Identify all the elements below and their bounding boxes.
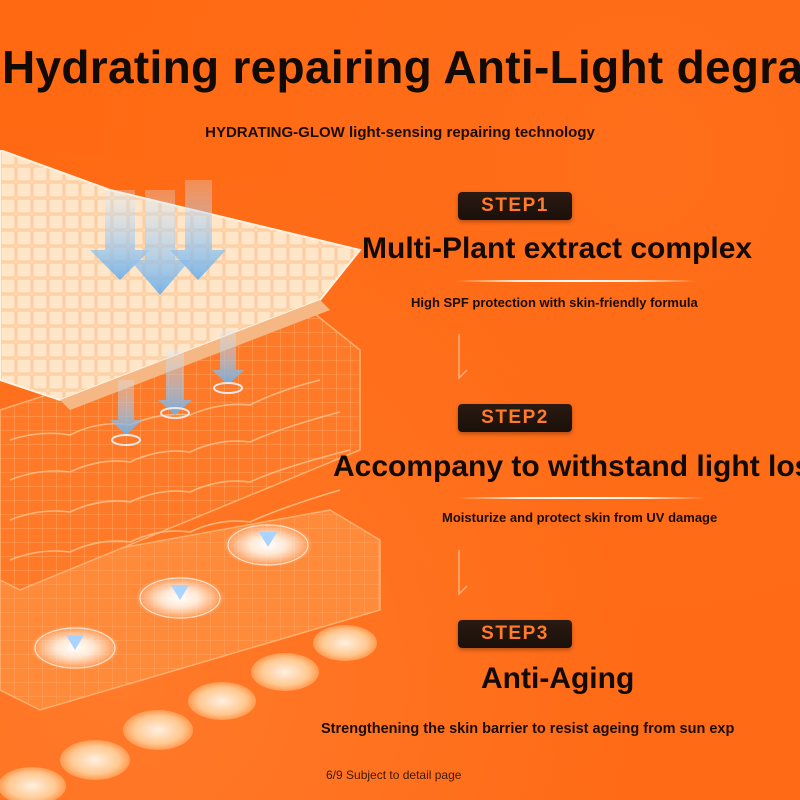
headline: Hydrating repairing Anti-Light degra [2, 41, 800, 93]
step3-description: Strengthening the skin barrier to resist… [321, 721, 735, 737]
step2-title: Accompany to withstand light los [333, 450, 800, 483]
step2-badge: STEP2 [458, 404, 572, 432]
step1-badge: STEP1 [458, 192, 572, 220]
down-arrow-icon [110, 330, 244, 446]
step-connector [458, 334, 468, 380]
step3-title: Anti-Aging [481, 662, 635, 695]
step1-underline [456, 280, 696, 282]
down-arrow-icon [90, 180, 226, 295]
step1-description: High SPF protection with skin-friendly f… [411, 295, 698, 310]
light-glow-icon [30, 523, 313, 670]
subheadline: HYDRATING-GLOW light-sensing repairing t… [205, 124, 595, 141]
step2-description: Moisturize and protect skin from UV dama… [442, 510, 718, 525]
skin-layers-illustration [0, 150, 381, 800]
step3-badge: STEP3 [458, 620, 572, 648]
footer-note: 6/9 Subject to detail page [326, 768, 462, 782]
step2-underline [456, 497, 706, 499]
step1-title: Multi-Plant extract complex [362, 232, 753, 265]
step-connector [458, 550, 468, 596]
pill-row [0, 625, 377, 800]
